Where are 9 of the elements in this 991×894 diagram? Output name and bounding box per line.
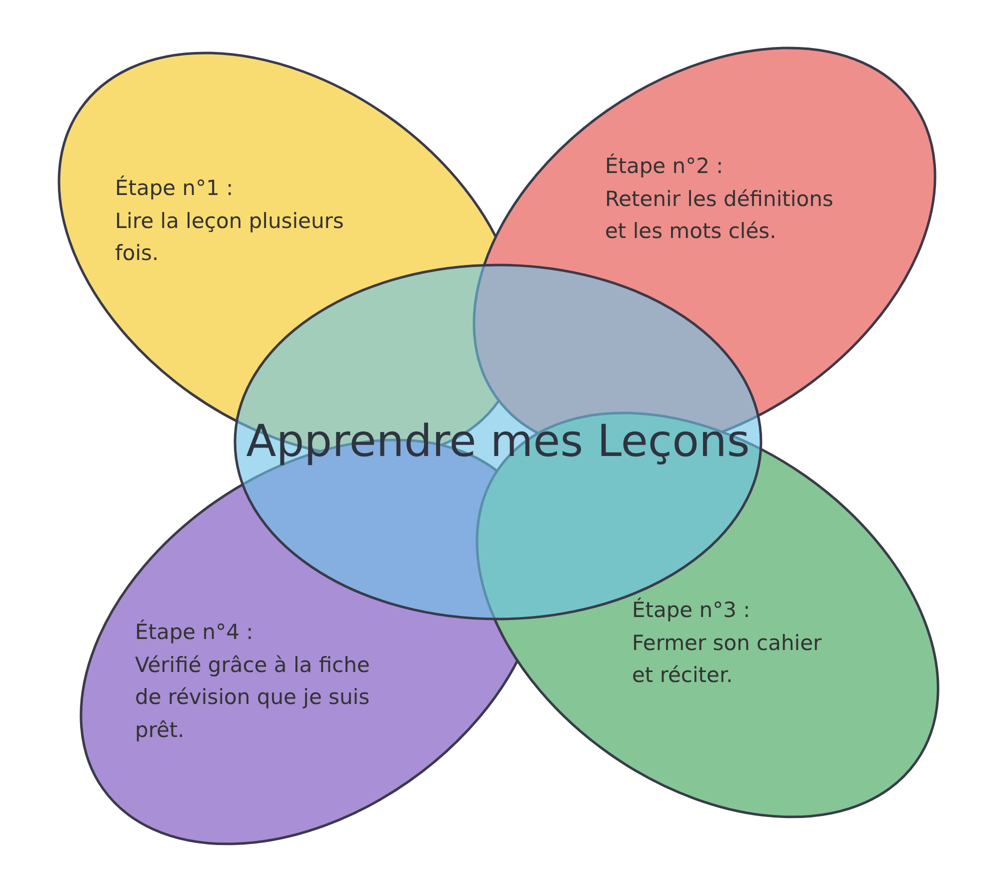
step-heading: Étape n°1 :: [114, 174, 234, 202]
step-text: Vérifié grâce à la fiche de révision que je suis prêt.: [134, 652, 371, 744]
step-heading: Étape n°2 :: [604, 152, 724, 180]
step-text: Retenir les définitions et les mots clés.: [604, 186, 834, 246]
step-text: Lire la leçon plusieurs fois.: [114, 208, 345, 268]
step-heading: Étape n°4 :: [134, 618, 254, 646]
step-heading: Étape n°3 :: [632, 596, 752, 624]
center-title: Apprendre mes Leçons: [245, 418, 751, 466]
step-text: Fermer son cahier et réciter.: [632, 630, 823, 690]
